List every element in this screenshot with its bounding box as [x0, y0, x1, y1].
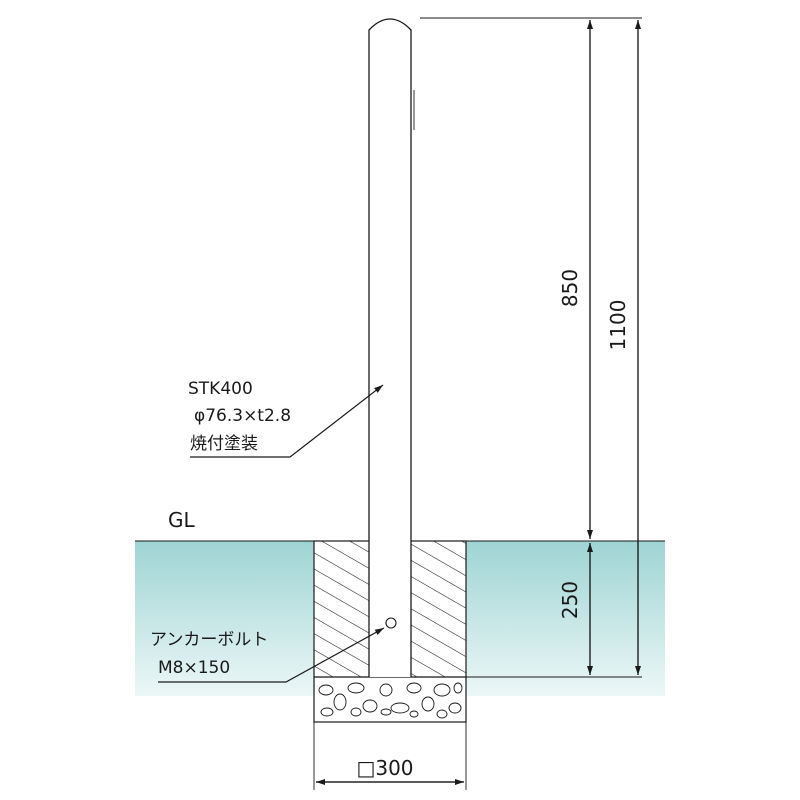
material-spec-line2: φ76.3×t2.8 — [194, 406, 291, 426]
dimension-300-label: □300 — [356, 756, 413, 780]
dimension-foundation-width: □300 — [313, 722, 467, 790]
gravel-base — [315, 678, 465, 721]
ground-level-label: GL — [168, 508, 195, 532]
anchor-bolt-hole — [385, 617, 397, 629]
material-spec-line1: STK400 — [188, 379, 253, 399]
dimension-250-label: 250 — [558, 581, 582, 619]
dimension-embedment: 250 — [466, 543, 642, 678]
bollard-pipe — [368, 18, 415, 677]
dimension-850-label: 850 — [558, 269, 582, 307]
anchor-bolt-callout: アンカーボルト M8×150 — [150, 627, 385, 683]
dimension-above-ground: 850 — [420, 17, 642, 539]
anchor-bolt-line1: アンカーボルト — [150, 630, 268, 650]
anchor-bolt-line2: M8×150 — [158, 658, 230, 678]
material-spec-callout: STK400 φ76.3×t2.8 焼付塗装 — [188, 379, 384, 458]
material-spec-line3: 焼付塗装 — [190, 433, 258, 454]
dimension-total-height: 1100 — [606, 20, 641, 675]
dimension-1100-label: 1100 — [606, 300, 630, 351]
